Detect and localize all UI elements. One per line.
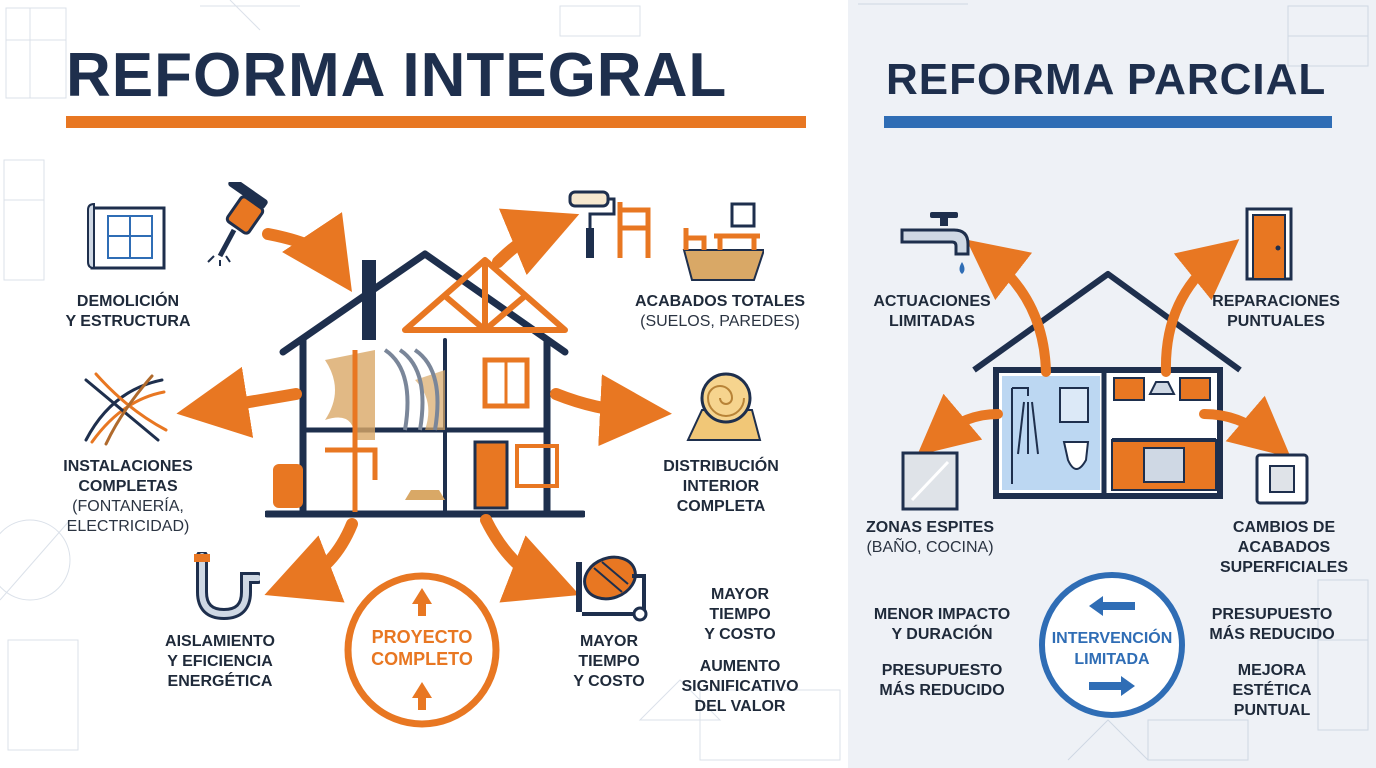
title-underline-blue — [884, 116, 1332, 128]
badge-proyecto-completo — [344, 572, 500, 728]
arrow-to-zonas — [917, 393, 1003, 456]
blueprint-background-right — [858, 3, 1369, 761]
house-cutaway-illustration — [265, 250, 585, 518]
door-icon — [1245, 207, 1293, 281]
title-underline-orange — [66, 116, 806, 128]
arrow-to-instalaciones — [176, 366, 302, 438]
title-reforma-integral: REFORMA INTEGRAL — [66, 41, 728, 110]
arrow-to-acabados — [492, 208, 580, 276]
arrow-to-actuaciones — [966, 239, 1051, 377]
label-acabados: ACABADOS TOTALES(SUELOS, PAREDES) — [634, 293, 806, 330]
faucet-icon — [900, 212, 970, 274]
badge-intervencion-limitada — [1039, 572, 1185, 718]
cement-mixer-icon — [576, 555, 648, 622]
paint-roller-chair-icon — [568, 190, 651, 258]
panel-reforma-integral: REFORMA INTEGRAL — [0, 0, 841, 761]
arrow-up-icon — [412, 682, 432, 710]
arrow-to-cambios — [1199, 395, 1291, 458]
orange-flow-arrows — [176, 208, 672, 603]
blueprint-plan-icon — [87, 202, 166, 270]
tile-square-icon — [901, 451, 959, 511]
arrow-to-aislamiento — [264, 518, 358, 603]
orange-flow-arrows-right — [917, 239, 1291, 458]
label-zonas: ZONAS ESPITES(BAÑO, COCINA) — [865, 519, 995, 556]
arrow-right-icon — [1089, 676, 1135, 696]
title-reforma-parcial: REFORMA PARCIAL — [886, 55, 1327, 104]
arrow-to-distribucion — [550, 374, 672, 447]
arrow-left-icon — [1089, 596, 1135, 616]
arrow-up-icon — [412, 588, 432, 616]
panel-reforma-parcial: REFORMA PARCIAL — [848, 0, 1376, 768]
cables-icon — [84, 372, 168, 446]
house-bath-kitchen-illustration — [972, 271, 1242, 499]
insulation-roll-icon — [686, 372, 762, 441]
arrow-to-reparaciones — [1160, 239, 1240, 377]
arrow-to-tiempo — [480, 514, 580, 603]
furniture-floor-icon — [682, 202, 764, 281]
jackhammer-icon — [207, 182, 268, 266]
pipe-trap-icon — [194, 552, 260, 621]
switch-plate-icon — [1255, 453, 1309, 505]
arrow-into-house-top-left — [262, 212, 352, 292]
blueprint-background-left — [0, 0, 841, 761]
